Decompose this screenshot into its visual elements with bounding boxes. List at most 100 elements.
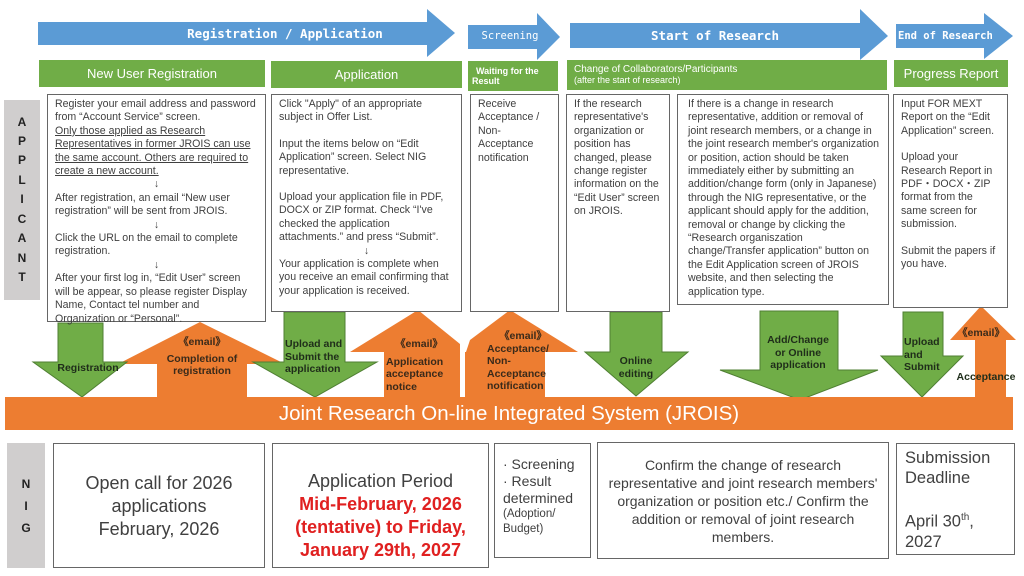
stage-label-line2: Result <box>472 76 500 86</box>
label-line: Submit <box>904 361 940 373</box>
label-email-app-acceptance: 《email》 Application acceptance notice <box>386 338 452 393</box>
stage-progress-report: Progress Report <box>894 60 1008 87</box>
side-letter: L <box>18 172 26 187</box>
stage-label: Progress Report <box>903 66 999 81</box>
progress-step-3: Submit the papers if you have. <box>901 244 996 271</box>
screening-item: · Screening <box>503 456 575 472</box>
label-email-completion: 《email》 Completion of registration <box>160 336 244 378</box>
label-line: notification <box>487 380 544 392</box>
waiting-text: Receive Acceptance / Non-Acceptance noti… <box>478 98 540 164</box>
label-line: Add/Change <box>767 334 829 346</box>
nig-screening-box: · Screening · Result determined (Adoptio… <box>494 443 591 558</box>
deadline-year: 2027 <box>905 532 942 551</box>
change-members-text: If there is a change in research represe… <box>688 98 880 298</box>
stage-change-collaborators: Change of Collaborators/Participants (af… <box>567 60 887 90</box>
application-step-2: Input the items below on “Edit Applicati… <box>279 137 427 177</box>
label-line: Completion of <box>166 352 238 365</box>
label-upload-submit-application: Upload and Submit the application <box>285 338 355 376</box>
deadline-title: Submission <box>905 449 991 467</box>
screening-item: · Result <box>503 473 552 489</box>
open-call-line: applications <box>111 496 207 516</box>
phase-label-end-of-research: End of Research <box>898 30 993 42</box>
side-letter: P <box>17 134 26 149</box>
submit-arrow-add-change <box>719 310 879 401</box>
registration-account-note: Only those applied as Research Represent… <box>55 124 251 178</box>
stage-new-user-registration: New User Registration <box>39 60 265 87</box>
side-letter: C <box>17 211 27 226</box>
application-step-3: Upload your application file in PDF, DOC… <box>279 191 444 244</box>
stage-label-line2: (after the start of research) <box>574 75 681 85</box>
jrois-system-name: Joint Research On-line Integrated System… <box>278 401 740 425</box>
screening-item: determined <box>503 490 574 506</box>
label-upload-and-submit: Upload and Submit <box>904 336 948 374</box>
label-line: application <box>285 363 341 375</box>
stage-label: New User Registration <box>86 66 218 81</box>
email-arrow-final-acceptance <box>950 306 1016 397</box>
label-line: registration <box>173 365 231 377</box>
side-letter: P <box>17 153 26 168</box>
submit-arrow-online-editing <box>583 311 690 397</box>
deadline-date-text: April 30 <box>905 512 961 531</box>
email-arrow-app-acceptance <box>350 310 460 397</box>
label-line: Upload and <box>285 338 343 350</box>
nig-open-call-box: Open call for 2026 applications February… <box>53 443 265 568</box>
application-period-dates: January 29th, 2027 <box>299 540 462 560</box>
nig-application-period-box: Application Period Mid-February, 2026 (t… <box>272 443 489 568</box>
application-step-4: Your application is complete when you re… <box>279 258 449 297</box>
phase-arrow-screening <box>468 13 560 60</box>
application-instructions-box: Click "Apply" of an appropriate subject … <box>271 94 462 312</box>
label-email-final: 《email》 <box>957 327 1005 339</box>
side-letter: N <box>17 250 27 265</box>
deadline-date: April 30th, <box>905 508 1014 532</box>
label-line: editing <box>618 367 654 380</box>
label-line: and <box>904 348 923 361</box>
edit-user-text: If the research representative's organiz… <box>574 98 660 218</box>
side-letter: I <box>20 192 24 207</box>
application-period-dates: Mid-February, 2026 <box>299 494 462 514</box>
phase-arrow-start-of-research <box>570 9 888 60</box>
phase-arrow-registration-application <box>38 9 455 57</box>
registration-step-1: Register your email address and password… <box>55 98 256 124</box>
label-acceptance: Acceptance <box>956 371 1016 383</box>
submit-arrow-upload-submit <box>879 311 965 398</box>
email-tag: 《email》 <box>395 338 443 350</box>
phase-arrow-end-of-research <box>896 13 1013 59</box>
label-line: Online <box>619 355 653 367</box>
label-line: Acceptance <box>487 367 546 380</box>
side-letter: A <box>17 231 27 246</box>
open-call-line: Open call for 2026 <box>85 473 233 493</box>
phase-label-start-of-research: Start of Research <box>651 28 779 43</box>
jrois-system-bar: Joint Research On-line Integrated System… <box>5 397 1013 430</box>
label-line: Upload <box>904 336 940 348</box>
deadline-title: Deadline <box>905 469 971 487</box>
stage-label: Application <box>334 67 399 82</box>
registration-step-2: After registration, an email “New user r… <box>55 191 230 218</box>
waiting-result-box: Receive Acceptance / Non-Acceptance noti… <box>470 94 559 312</box>
registration-step-4: After your first log in, “Edit User” scr… <box>55 272 247 325</box>
email-arrow-completion <box>118 322 285 397</box>
deadline-date-comma: , <box>969 512 974 531</box>
application-step-1: Click "Apply" of an appropriate subject … <box>279 98 422 124</box>
email-tag: 《email》 <box>499 330 547 342</box>
label-line: Acceptance/ <box>487 342 549 355</box>
email-tag: 《email》 <box>178 336 226 348</box>
confirm-change-text: Confirm the change of research represent… <box>608 456 878 545</box>
edit-user-box: If the research representative's organiz… <box>566 94 670 312</box>
open-call-line: February, 2026 <box>98 519 220 539</box>
applicant-side-label: A P P L I C A N T <box>4 100 40 300</box>
nig-side-label: N I G <box>7 443 45 568</box>
down-arrow-icon: ↓ <box>153 218 160 231</box>
label-line: Submit the <box>285 350 340 363</box>
label-line: application <box>770 359 826 371</box>
nig-submission-deadline-box: Submission Deadline April 30th, 2027 <box>896 443 1015 555</box>
deadline-date-suffix: th <box>960 512 970 523</box>
label-online-editing: Online editing <box>608 355 664 380</box>
down-arrow-icon: ↓ <box>153 258 160 271</box>
label-line: notice <box>386 380 417 393</box>
side-letter: N <box>21 476 31 491</box>
label-line: or Online <box>774 346 822 359</box>
label-line: Application <box>386 355 444 368</box>
stage-label-line1: Change of Collaborators/Participants <box>574 64 738 75</box>
label-line: Non- <box>487 355 511 367</box>
